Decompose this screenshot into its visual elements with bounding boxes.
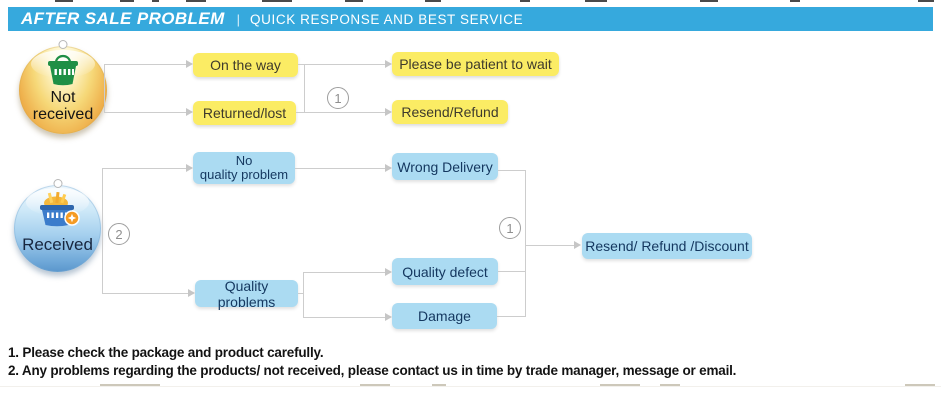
flow-box-returned-lost: Returned/lost: [193, 101, 296, 125]
flow-box-quality-problems: Quality problems: [195, 278, 298, 310]
title-separator: |: [236, 11, 241, 27]
step-badge-2: 2: [108, 223, 130, 245]
connector-line: [525, 245, 574, 246]
footnotes: 1. Please check the package and product …: [8, 344, 736, 380]
connector-line: [303, 272, 385, 273]
arrow-icon: [385, 313, 392, 321]
connector-line: [525, 170, 526, 317]
bottom-divider: [0, 386, 941, 387]
header-subtitle: QUICK RESPONSE AND BEST SERVICE: [250, 11, 524, 27]
node-label-line1: Not: [50, 89, 76, 106]
page-title: AFTER SALE PROBLEM: [21, 9, 225, 28]
connector-line: [102, 168, 186, 169]
ornament-hook-icon: [53, 179, 62, 188]
connector-line: [298, 293, 304, 294]
node-label-line2: received: [32, 106, 94, 123]
connector-line: [295, 168, 385, 169]
connector-line: [102, 293, 188, 294]
arrow-icon: [385, 164, 392, 172]
connector-line: [303, 317, 385, 318]
arrow-icon: [186, 60, 193, 68]
connector-line: [498, 170, 525, 171]
arrow-icon: [385, 108, 392, 116]
connector-line: [498, 271, 525, 272]
box-label-line1: No: [235, 153, 253, 168]
arrow-icon: [186, 164, 193, 172]
header-banner: AFTER SALE PROBLEM | QUICK RESPONSE AND …: [8, 7, 933, 31]
box-label-line2: quality problem: [199, 167, 289, 182]
connector-line: [303, 272, 304, 318]
connector-line: [304, 64, 305, 112]
flow-box-on-the-way: On the way: [193, 53, 298, 77]
connector-line: [104, 64, 105, 113]
step-badge-merge: 1: [499, 217, 521, 239]
arrow-icon: [188, 289, 195, 297]
connector-line: [497, 316, 525, 317]
flow-box-wrong-delivery: Wrong Delivery: [392, 153, 498, 180]
connector-line: [296, 112, 385, 113]
connector-line: [298, 64, 385, 65]
received-node: Received: [14, 179, 101, 272]
blue-basket-icon: [39, 192, 80, 227]
connector-line: [102, 168, 103, 293]
connector-line: [104, 112, 186, 113]
footnote-1: 1. Please check the package and product …: [8, 345, 324, 360]
step-badge-1: 1: [327, 87, 349, 109]
arrow-icon: [385, 268, 392, 276]
flow-box-resolution: Resend/ Refund /Discount: [582, 233, 752, 259]
arrow-icon: [186, 108, 193, 116]
ornament-hook-icon: [58, 40, 68, 49]
footnote-2: 2. Any problems regarding the products/ …: [8, 363, 737, 378]
node-label: Received: [22, 235, 93, 254]
connector-line: [104, 64, 186, 65]
flow-box-resend-refund: Resend/Refund: [392, 100, 508, 124]
flow-box-damage: Damage: [392, 303, 497, 329]
flow-box-quality-defect: Quality defect: [392, 258, 498, 285]
flow-box-be-patient: Please be patient to wait: [392, 52, 559, 76]
not-received-node: Not received: [19, 40, 107, 134]
arrow-icon: [574, 241, 581, 249]
node-label: Not received: [19, 89, 107, 123]
green-basket-icon: [48, 54, 78, 86]
arrow-icon: [385, 60, 392, 68]
flow-box-no-quality-problem: No quality problem: [193, 152, 295, 184]
